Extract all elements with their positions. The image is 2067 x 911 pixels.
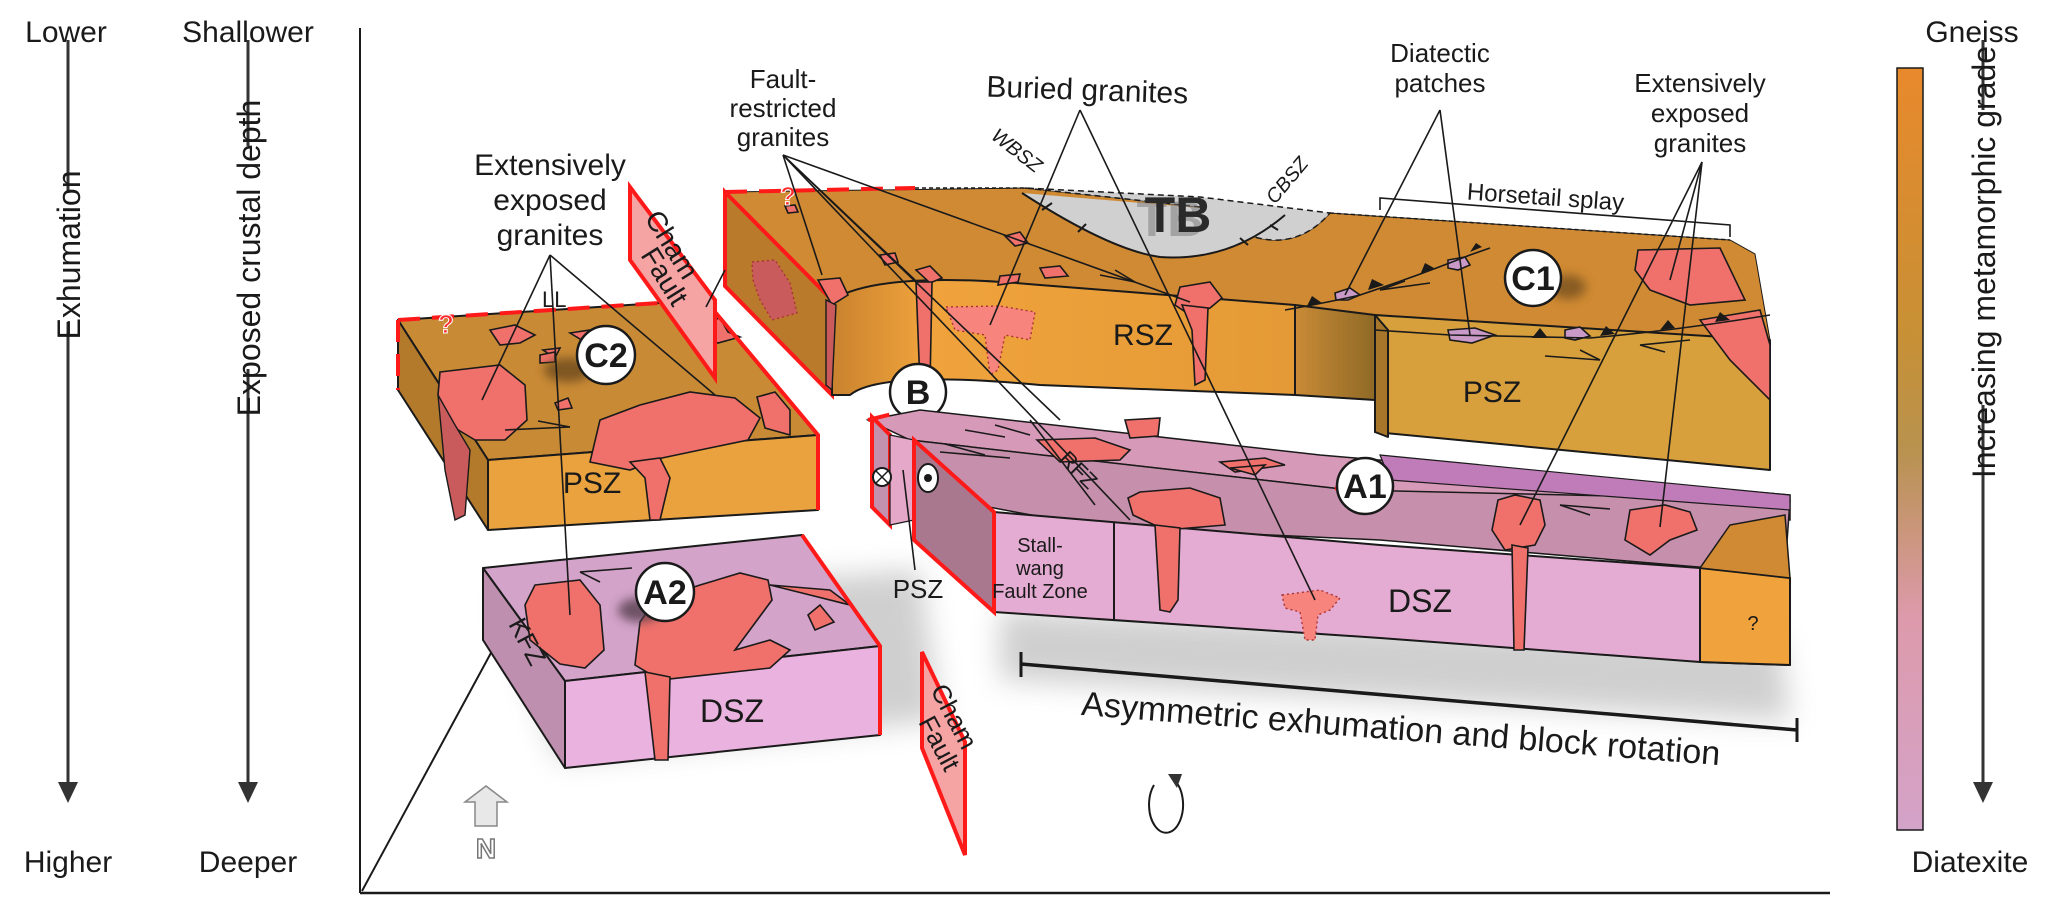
rotation-icon (1148, 774, 1185, 834)
frame-diagonal-line (361, 650, 493, 892)
psz-small-label: PSZ (893, 574, 944, 604)
c1-badge-circle (1503, 248, 1563, 308)
metamorphic-grade-legend: Gneiss Increasing metamorphic grade Diat… (1896, 16, 2029, 879)
ext-right-label-1: Extensively (1634, 68, 1766, 98)
grade-color-bar (1896, 67, 1924, 831)
ext-right-label-3: granites (1654, 128, 1747, 158)
ext-left-label-2: exposed (493, 184, 606, 217)
exhumation-bottom-label: Higher (24, 846, 112, 879)
grade-top-label: Gneiss (1925, 16, 2018, 49)
grade-label: Increasing metamorphic grade (1966, 46, 2002, 478)
arrow-down-icon (58, 782, 78, 803)
b-question-mark: ? (780, 181, 796, 211)
ll-label: LL (542, 287, 566, 312)
horsetail-label: Horsetail splay (1466, 179, 1625, 217)
stallwang-label-1: Stall- (1017, 535, 1063, 557)
b-zone-label: RSZ (1113, 319, 1173, 352)
b-badge: B (906, 374, 931, 412)
exhumation-top-label: Lower (25, 16, 107, 49)
cbsz-label: CBSZ (1262, 153, 1314, 209)
fault-restricted-label-1: Fault- (750, 64, 816, 94)
a2-badge: A2 (643, 574, 686, 612)
north-arrow-icon: N (462, 785, 510, 865)
c2-badge: C2 (584, 337, 627, 375)
tb-label: TB (1145, 187, 1212, 243)
fault-restricted-label-2: restricted (730, 93, 837, 123)
exhumation-label: Exhumation (51, 171, 87, 340)
block-a1: RFZ Stall- wang Fault Zone DSZ ? PSZ A1 (865, 409, 1791, 666)
wbsz-label: WBSZ (987, 125, 1047, 178)
arrow-down-icon (1973, 782, 1993, 803)
cham-fault-plane-lower: Cham Fault (913, 651, 984, 856)
a1-badge: A1 (1343, 468, 1386, 506)
exhumation-axis: Lower Exhumation Higher (24, 16, 112, 879)
a2-zone-label: DSZ (700, 693, 764, 729)
grade-bottom-label: Diatexite (1912, 846, 2029, 879)
c2-zone-label: PSZ (563, 467, 621, 500)
arrow-down-icon (238, 782, 258, 803)
ext-left-label-3: granites (497, 219, 604, 252)
block-c2: C2 PSZ LL ? (396, 287, 820, 531)
block-a2: KFZ DSZ A2 (482, 533, 882, 769)
c1-zone-label: PSZ (1463, 376, 1521, 409)
stallwang-label-2: wang (1015, 558, 1064, 580)
tb-basin-outline (1021, 192, 1286, 259)
a1-zone-label: DSZ (1388, 583, 1452, 619)
a1-unknown-label: ? (1747, 613, 1758, 635)
c2-badge-circle (575, 324, 637, 386)
c2-question-mark: ? (438, 309, 454, 339)
fault-restricted-label-3: granites (737, 122, 830, 152)
a1-badge-circle (1335, 456, 1395, 516)
north-label: N (476, 833, 496, 864)
crustal-depth-axis: Shallower Exposed crustal depth Deeper (182, 16, 314, 879)
stallwang-label-3: Fault Zone (992, 581, 1088, 603)
buried-granites-label: Buried granites (986, 70, 1189, 110)
diatectic-label-2: patches (1394, 68, 1485, 98)
ext-right-label-2: exposed (1651, 98, 1749, 128)
diatectic-label-1: Diatectic (1390, 38, 1490, 68)
svg-text:TB: TB (1137, 191, 1204, 247)
c1-badge: C1 (1511, 260, 1554, 298)
depth-bottom-label: Deeper (199, 846, 297, 879)
a2-badge-circle (634, 561, 696, 623)
leader-lines (481, 109, 1731, 616)
block-b-c1: TB TB (723, 181, 1771, 471)
depth-label: Exposed crustal depth (231, 100, 267, 417)
ext-left-label-1: Extensively (474, 149, 626, 182)
